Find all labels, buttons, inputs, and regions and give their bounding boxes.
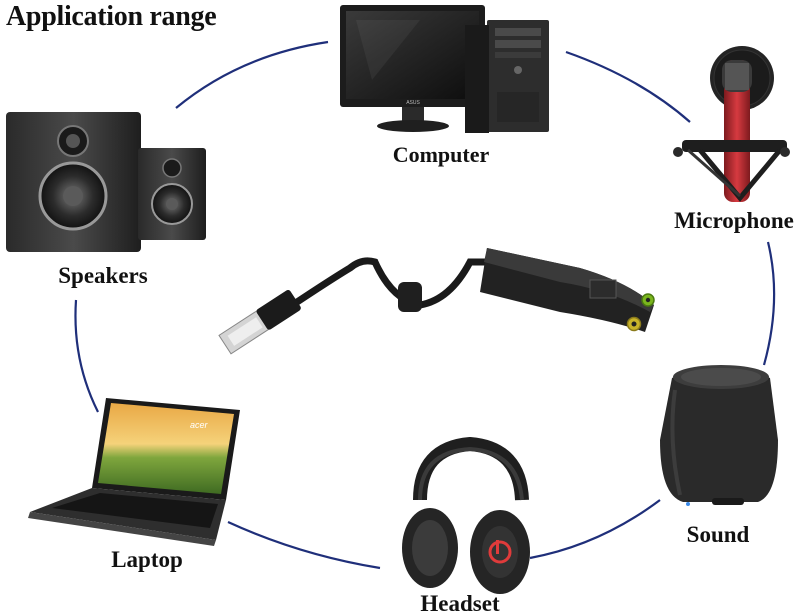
headset-image xyxy=(402,436,530,594)
headset-label: Headset xyxy=(420,591,500,616)
computer-label: Computer xyxy=(393,142,490,167)
sound-label: Sound xyxy=(687,522,750,547)
ring-arc-sound-headset xyxy=(529,499,661,560)
ring-arc-microphone-sound xyxy=(762,241,776,366)
laptop-label: Laptop xyxy=(111,547,183,572)
speakers-image xyxy=(6,112,206,252)
connection-ring xyxy=(74,40,776,570)
page-title: Application range xyxy=(6,1,216,32)
ring-arc-speakers-computer xyxy=(175,40,329,109)
microphone-image xyxy=(673,46,790,202)
speakers-label: Speakers xyxy=(58,263,148,288)
svg-text:ASUS: ASUS xyxy=(406,100,420,106)
usb-sound-card-image xyxy=(218,248,655,355)
sound-speaker-image xyxy=(660,365,778,506)
laptop-image: acer xyxy=(28,398,240,546)
ring-arc-headset-laptop xyxy=(227,520,381,570)
ring-arc-computer-microphone xyxy=(565,50,691,123)
svg-text:acer: acer xyxy=(190,420,209,430)
microphone-label: Microphone xyxy=(674,208,794,233)
ring-arc-laptop-speakers xyxy=(74,299,99,413)
computer-image: ASUS xyxy=(340,5,549,133)
